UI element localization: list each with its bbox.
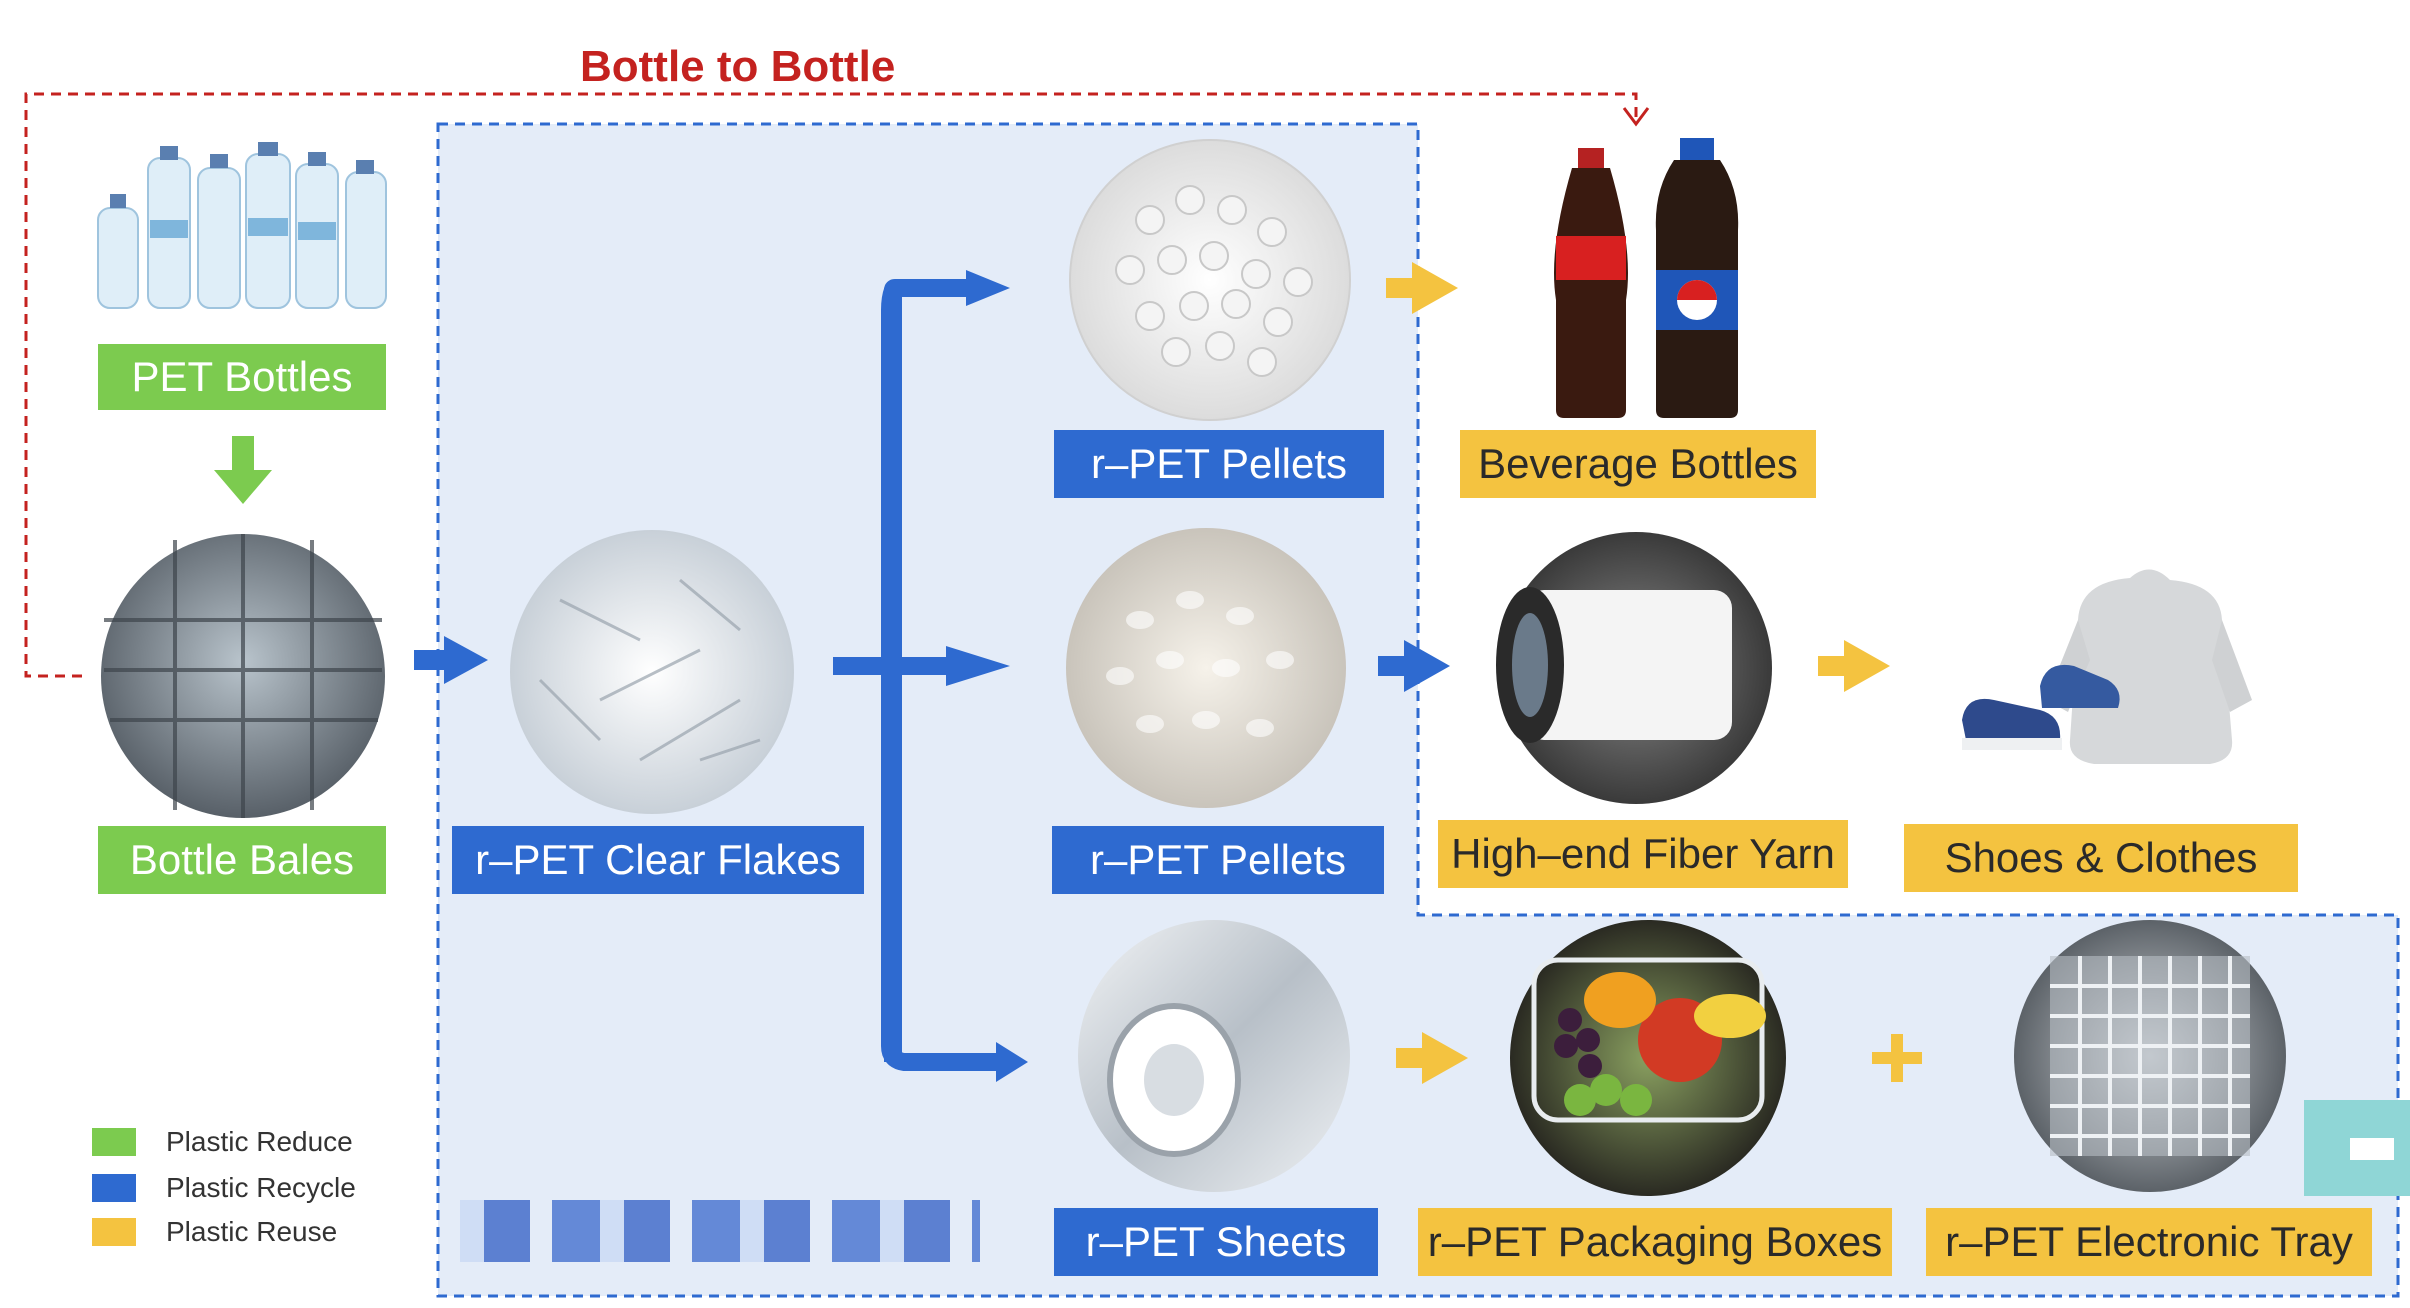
packaging-boxes-label: r–PET Packaging Boxes bbox=[1418, 1208, 1892, 1276]
loop-arrowhead bbox=[1622, 107, 1650, 127]
pellets-white-label: r–PET Pellets bbox=[1054, 430, 1384, 498]
clear-pellets-picture bbox=[1066, 528, 1346, 808]
pixelated-text-blur bbox=[460, 1200, 980, 1262]
fruit-box-picture bbox=[1510, 920, 1786, 1196]
legend-item-reduce: Plastic Reduce bbox=[92, 1126, 353, 1158]
pixelated-corner-blur-inner bbox=[2350, 1138, 2394, 1160]
pet-bottles-label: PET Bottles bbox=[98, 344, 386, 410]
sheets-label: r–PET Sheets bbox=[1054, 1208, 1378, 1276]
legend-label-reduce: Plastic Reduce bbox=[166, 1126, 353, 1157]
bottle-bales-picture bbox=[101, 534, 385, 818]
plus-sign-icon bbox=[1872, 1034, 1922, 1082]
beverage-bottles-label: Beverage Bottles bbox=[1460, 430, 1816, 498]
beverage-bottles-picture bbox=[1554, 138, 1739, 418]
bottle-to-bottle-loop bbox=[24, 92, 1638, 678]
branch-arrowheads bbox=[946, 270, 1028, 1082]
clear-flakes-picture bbox=[510, 530, 794, 814]
recycle-region-border bbox=[436, 122, 2400, 1298]
legend-swatch-reduce bbox=[92, 1128, 136, 1156]
legend-item-reuse: Plastic Reuse bbox=[92, 1216, 337, 1248]
electronic-tray-picture bbox=[2014, 920, 2286, 1192]
film-roll-picture bbox=[1078, 920, 1350, 1192]
legend-item-recycle: Plastic Recycle bbox=[92, 1172, 356, 1204]
legend-swatch-reuse bbox=[92, 1218, 136, 1246]
fiber-yarn-label: High–end Fiber Yarn bbox=[1438, 820, 1848, 888]
legend-label-recycle: Plastic Recycle bbox=[166, 1172, 356, 1203]
arrow-bales-to-flakes bbox=[414, 636, 488, 684]
yellow-arrows bbox=[1386, 262, 1890, 1084]
electronic-tray-label: r–PET Electronic Tray bbox=[1926, 1208, 2372, 1276]
yarn-spool-picture bbox=[1496, 532, 1772, 804]
legend-swatch-recycle bbox=[92, 1174, 136, 1202]
bottle-bales-label: Bottle Bales bbox=[98, 826, 386, 894]
shoes-clothes-label: Shoes & Clothes bbox=[1904, 824, 2298, 892]
shoes-clothes-picture bbox=[1962, 569, 2252, 764]
arrow-pellets-to-yarn bbox=[1378, 640, 1450, 692]
pet-bottles-picture bbox=[97, 142, 387, 309]
legend-label-reuse: Plastic Reuse bbox=[166, 1216, 338, 1247]
green-down-arrow bbox=[214, 436, 272, 504]
clear-flakes-label: r–PET Clear Flakes bbox=[452, 826, 864, 894]
white-pellets-picture bbox=[1069, 139, 1351, 421]
branching-arrows bbox=[833, 279, 1000, 1071]
pellets-clear-label: r–PET Pellets bbox=[1052, 826, 1384, 894]
diagram-title: Bottle to Bottle bbox=[580, 42, 896, 91]
